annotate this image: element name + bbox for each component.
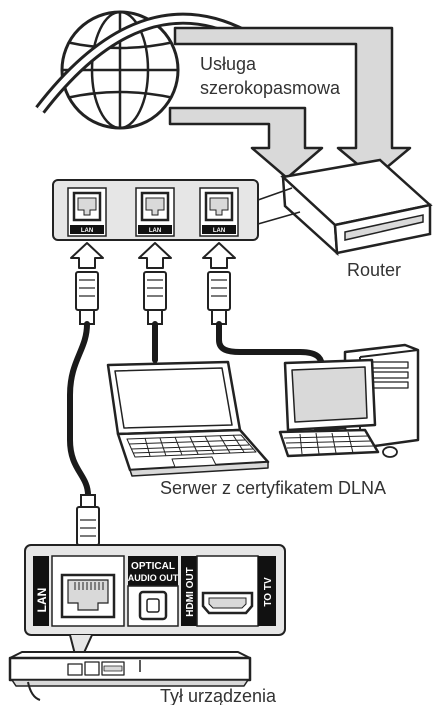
internet-to-router-arrow [168, 26, 412, 180]
optical-label-line2: AUDIO OUT [128, 573, 179, 583]
ethernet-cable-icon [143, 271, 167, 325]
router-lan-3-label: LAN [213, 228, 225, 234]
blu-ray-player-icon [8, 651, 252, 701]
upload-arrows [70, 242, 236, 269]
broadband-label-line1: Usługa [200, 54, 257, 74]
laptop-icon [106, 360, 270, 477]
player-lan-port: LAN [33, 555, 125, 627]
player-hdmi-port: HDMI OUT TO TV [181, 555, 276, 627]
cable-lines [67, 321, 325, 498]
rear-of-device-label: Tył urządzenia [160, 686, 277, 705]
broadband-label-line2: szerokopasmowa [200, 78, 341, 98]
dlna-server-label: Serwer z certyfikatem DLNA [160, 478, 386, 498]
player-optical-port: OPTICAL AUDIO OUT [127, 556, 179, 627]
hdmi-out-label: HDMI OUT [185, 567, 196, 616]
globe-icon [35, 10, 248, 130]
desktop-computer-icon [278, 343, 420, 458]
router-lan-port-2: LAN [135, 187, 175, 237]
router-label: Router [347, 260, 401, 280]
optical-label-line1: OPTICAL [131, 561, 175, 572]
to-tv-label: TO TV [263, 577, 274, 607]
router-lan-1-label: LAN [81, 228, 93, 234]
router-lan-port-1: LAN [67, 187, 107, 237]
ethernet-cable-icon [207, 271, 231, 325]
router-icon [280, 158, 433, 257]
ethernet-cable-icon [75, 271, 99, 325]
router-lan-port-3: LAN [199, 187, 239, 237]
ethernet-cable-icon [76, 494, 100, 546]
router-lan-2-label: LAN [149, 228, 161, 234]
player-lan-label: LAN [35, 588, 49, 613]
